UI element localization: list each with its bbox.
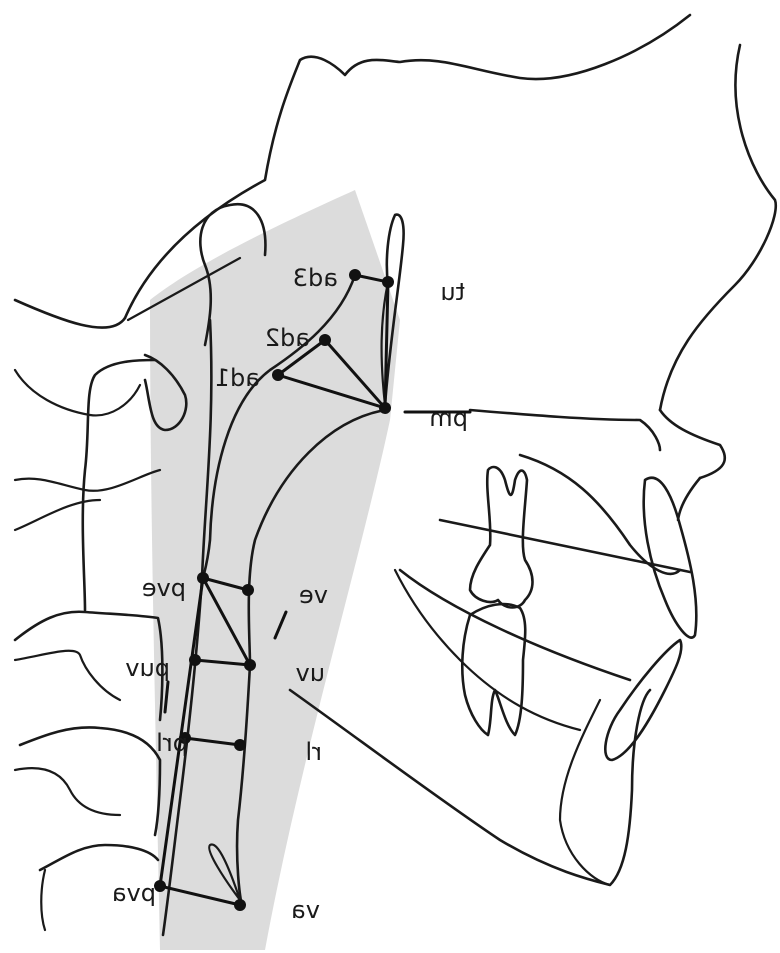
landmark-dot-puv: [189, 654, 201, 666]
vertebra-c5: [40, 845, 158, 870]
facial-profile-upper: [660, 45, 776, 410]
landmark-label-uv: uv: [296, 659, 325, 687]
landmark-label-text: tu: [440, 278, 465, 306]
landmark-dot-rl: [234, 739, 246, 751]
landmark-label-puv: puv: [125, 654, 170, 682]
landmark-dot-ad3: [349, 269, 361, 281]
maxilla-outline: [520, 455, 680, 574]
upper-lip: [678, 478, 700, 520]
landmark-dot-pve: [197, 572, 209, 584]
landmark-label-va: va: [291, 896, 320, 924]
landmark-label-text: rl: [305, 738, 322, 766]
landmark-label-text: ad3: [293, 264, 338, 292]
occipital-curve: [15, 300, 125, 328]
landmark-label-tu: tu: [440, 278, 465, 306]
landmark-dot-uv: [244, 659, 256, 671]
ramus-line: [395, 570, 580, 730]
vertebra-line-2: [15, 500, 100, 530]
molar-tooth: [470, 467, 533, 607]
landmark-dot-tu: [382, 276, 394, 288]
palatal-plane: [470, 410, 660, 450]
landmark-label-pm: pm: [429, 404, 468, 432]
landmark-label-text: va: [291, 896, 320, 924]
landmark-dot-va: [234, 899, 246, 911]
landmark-label-ad2: ad2: [265, 324, 310, 352]
landmark-label-ve: ve: [299, 581, 328, 609]
mandible-outline: [290, 690, 650, 885]
landmark-dot-ve: [242, 584, 254, 596]
landmark-dot-ad1: [272, 369, 284, 381]
vertebra-c3-lower: [15, 651, 120, 700]
landmark-label-text: puv: [125, 654, 170, 682]
landmark-label-ad3: ad3: [293, 264, 338, 292]
landmark-label-rl: rl: [305, 738, 322, 766]
landmark-label-text: ve: [299, 581, 328, 609]
landmark-label-text: pva: [112, 879, 156, 907]
airway-shaded-region: [150, 190, 400, 950]
facial-profile-nose: [660, 410, 725, 478]
vertebra-c5-side: [41, 870, 45, 930]
lower-molar-tooth: [462, 604, 525, 735]
landmark-label-text: prl: [156, 729, 188, 757]
landmark-label-text: pm: [429, 404, 468, 432]
landmark-label-pve: pve: [142, 574, 186, 602]
vertebra-line-1: [15, 470, 160, 491]
landmark-dot-ad2: [319, 334, 331, 346]
chin-contour: [560, 700, 610, 885]
landmark-label-prl: prl: [156, 729, 188, 757]
landmark-label-ad1: ad1: [215, 364, 260, 392]
vertebra-c4: [20, 727, 160, 835]
occlusal-line-lower: [400, 570, 630, 680]
landmark-label-text: ad2: [265, 324, 310, 352]
vertebra-c4-lower: [15, 768, 120, 815]
landmark-label-text: ad1: [215, 364, 260, 392]
landmark-dot-pm: [379, 402, 391, 414]
landmark-label-pva: pva: [112, 879, 156, 907]
atlas-arch: [15, 370, 140, 415]
landmark-label-text: uv: [296, 659, 325, 687]
upper-incisor: [644, 478, 697, 638]
landmark-label-text: pve: [142, 574, 186, 602]
